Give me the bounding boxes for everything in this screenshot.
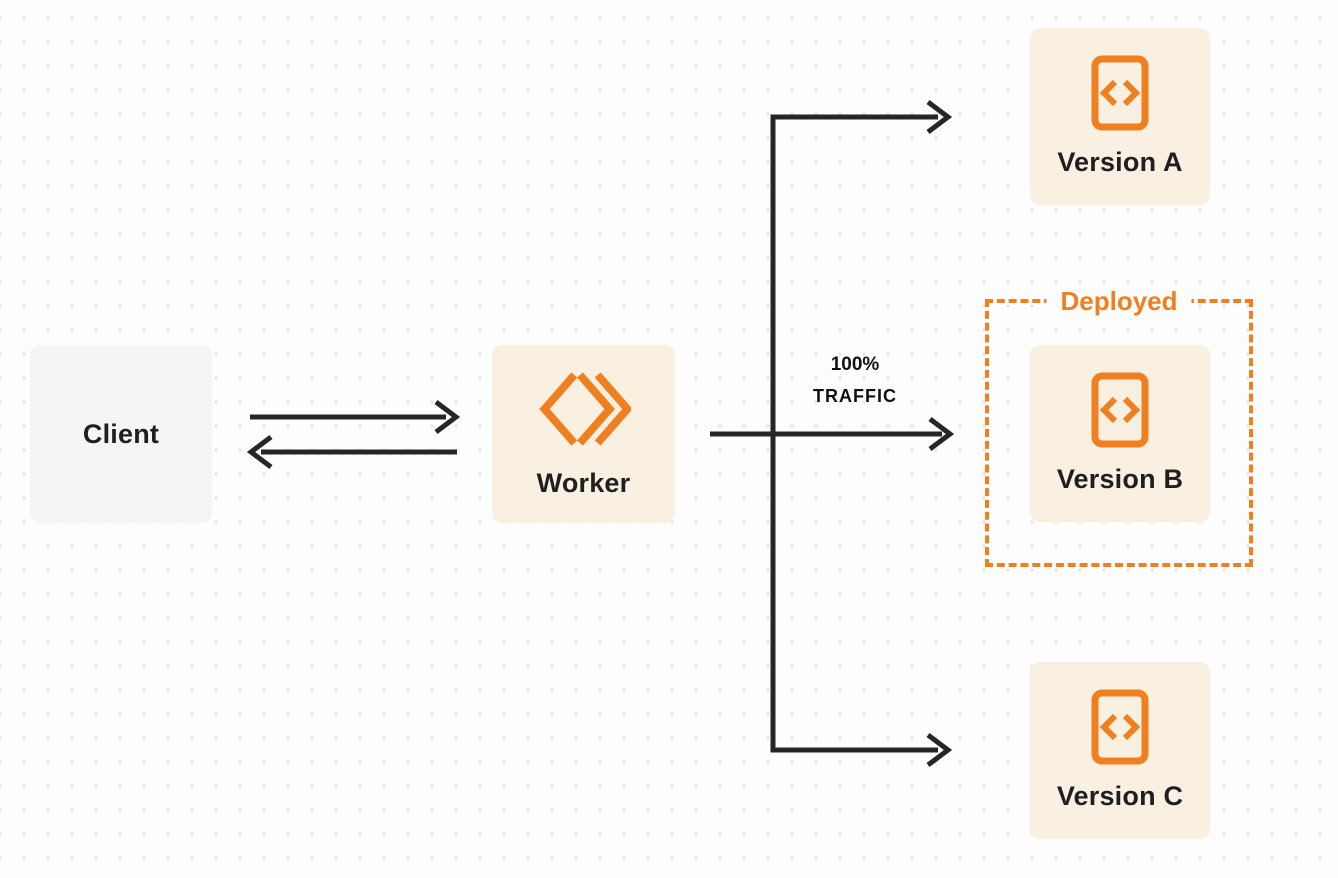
version-c-label: Version C <box>1056 781 1184 811</box>
arrowhead-to-version-a-icon <box>926 100 953 134</box>
split-line-to-version-c <box>770 434 938 753</box>
deployed-label: Deployed <box>1046 284 1192 318</box>
version-a-node: Version A <box>1030 28 1210 205</box>
worker-node: Worker <box>492 345 675 523</box>
version-a-label: Version A <box>1057 147 1183 177</box>
traffic-annotation: 100% TRAFFIC <box>790 350 920 412</box>
arrowhead-to-version-b-icon <box>928 417 955 451</box>
worker-label: Worker <box>536 467 631 498</box>
version-c-node: Version C <box>1030 662 1210 839</box>
deployed-group-outline: Deployed <box>985 284 1253 567</box>
code-file-icon <box>1091 372 1149 448</box>
version-b-label: Version B <box>1056 464 1184 494</box>
client-node: Client <box>30 345 212 523</box>
code-file-icon <box>1091 689 1149 765</box>
arrowhead-to-worker-icon <box>434 400 461 434</box>
client-label: Client <box>82 418 160 449</box>
workers-logo-icon <box>536 370 631 448</box>
version-b-node: Version B <box>1030 345 1210 522</box>
traffic-percent-label: 100% <box>830 354 880 375</box>
traffic-word-label: TRAFFIC <box>813 386 897 406</box>
arrowhead-to-client-icon <box>246 435 273 469</box>
split-line-to-version-a <box>770 114 938 434</box>
code-file-icon <box>1091 55 1149 131</box>
arrowhead-to-version-c-icon <box>926 733 953 767</box>
